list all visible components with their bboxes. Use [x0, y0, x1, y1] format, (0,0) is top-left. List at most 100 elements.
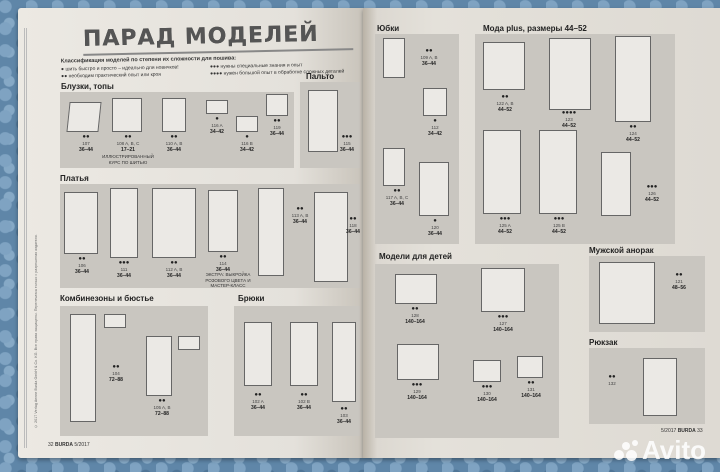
coat-sketch [308, 90, 338, 152]
tunic-sketch [483, 42, 525, 90]
page-edge [24, 28, 27, 448]
section-title-coat: Пальто [306, 72, 335, 81]
blouse-sketch [66, 102, 102, 132]
shorts-sketch [517, 356, 543, 378]
shirt-sketch [397, 344, 439, 380]
section-title-skirts: Юбки [377, 24, 400, 33]
dress-sketch [208, 190, 238, 252]
avito-watermark: Avito [612, 435, 706, 466]
trench-coat-sketch [549, 38, 591, 110]
jumpsuit-sketch [483, 130, 521, 214]
avito-logo-icon [612, 439, 638, 462]
trousers-sketch [244, 322, 272, 386]
maxi-dress-sketch [258, 188, 284, 276]
course-note: ИЛЛЮСТРИРОВАННЫЙ КУРС ПО ШИТЬЮ [102, 154, 154, 165]
copyright-text: © 2017 Verlag Aenne Burda GmbH & Co. KG.… [34, 234, 38, 428]
left-page-footer: 32 BURDA 5/2017 [48, 442, 90, 448]
top-sketch [162, 98, 186, 132]
camisole-sketch [236, 116, 258, 132]
backpack-sketch [643, 358, 677, 416]
magazine-spread: © 2017 Verlag Aenne Burda GmbH & Co. KG.… [18, 8, 720, 458]
section-title-backpack: Рюкзак [589, 338, 618, 347]
bustier-sketch [178, 336, 200, 350]
watermark-text: Avito [641, 435, 706, 465]
page-title: ПАРАД МОДЕЛЕЙ [82, 21, 354, 56]
section-title-plus: Мода plus, размеры 44–52 [483, 24, 587, 33]
section-title-dresses: Платья [60, 174, 89, 183]
tunic-dress-sketch [601, 152, 631, 216]
sweatshirt-sketch [395, 274, 437, 304]
trousers-sketch [332, 322, 356, 402]
left-page: © 2017 Verlag Aenne Burda GmbH & Co. KG.… [18, 8, 363, 458]
hoodie-sketch [481, 268, 525, 312]
legend-level-2: ●● необходим практический опыт или кроя [61, 71, 162, 80]
jumpsuit-sketch [539, 130, 577, 214]
blouse-sketch [112, 98, 142, 132]
wrap-skirt-sketch [423, 88, 447, 116]
section-title-blouses: Блузки, топы [61, 82, 114, 91]
anorak-sketch [599, 262, 655, 324]
dress-sketch [64, 192, 98, 254]
extra-note: ЭКСТРА: ВЫКРОЙКА РОЗОВОГО ЦВЕТА И МАСТЕР… [205, 272, 251, 289]
top-sketch [266, 94, 288, 116]
cargo-shorts-sketch [473, 360, 501, 382]
section-title-kids: Модели для детей [379, 252, 452, 261]
wrap-dress-sketch [152, 188, 196, 258]
section-title-jumpsuits: Комбинезоны и бюстье [60, 294, 154, 303]
pleated-skirt-sketch [419, 162, 449, 216]
playsuit-sketch [146, 336, 172, 396]
jumpsuit-sketch [70, 314, 96, 422]
section-title-trousers: Брюки [238, 294, 265, 303]
model-item: ●●132 [608, 374, 616, 387]
backpack-panel: ●●132 [589, 348, 705, 424]
skirt-sketch [383, 148, 405, 186]
gown-sketch [314, 192, 348, 282]
skirt-sketch [383, 38, 405, 78]
camisole-sketch [206, 100, 228, 114]
trousers-sketch [290, 322, 318, 386]
dress-sketch [110, 188, 138, 258]
